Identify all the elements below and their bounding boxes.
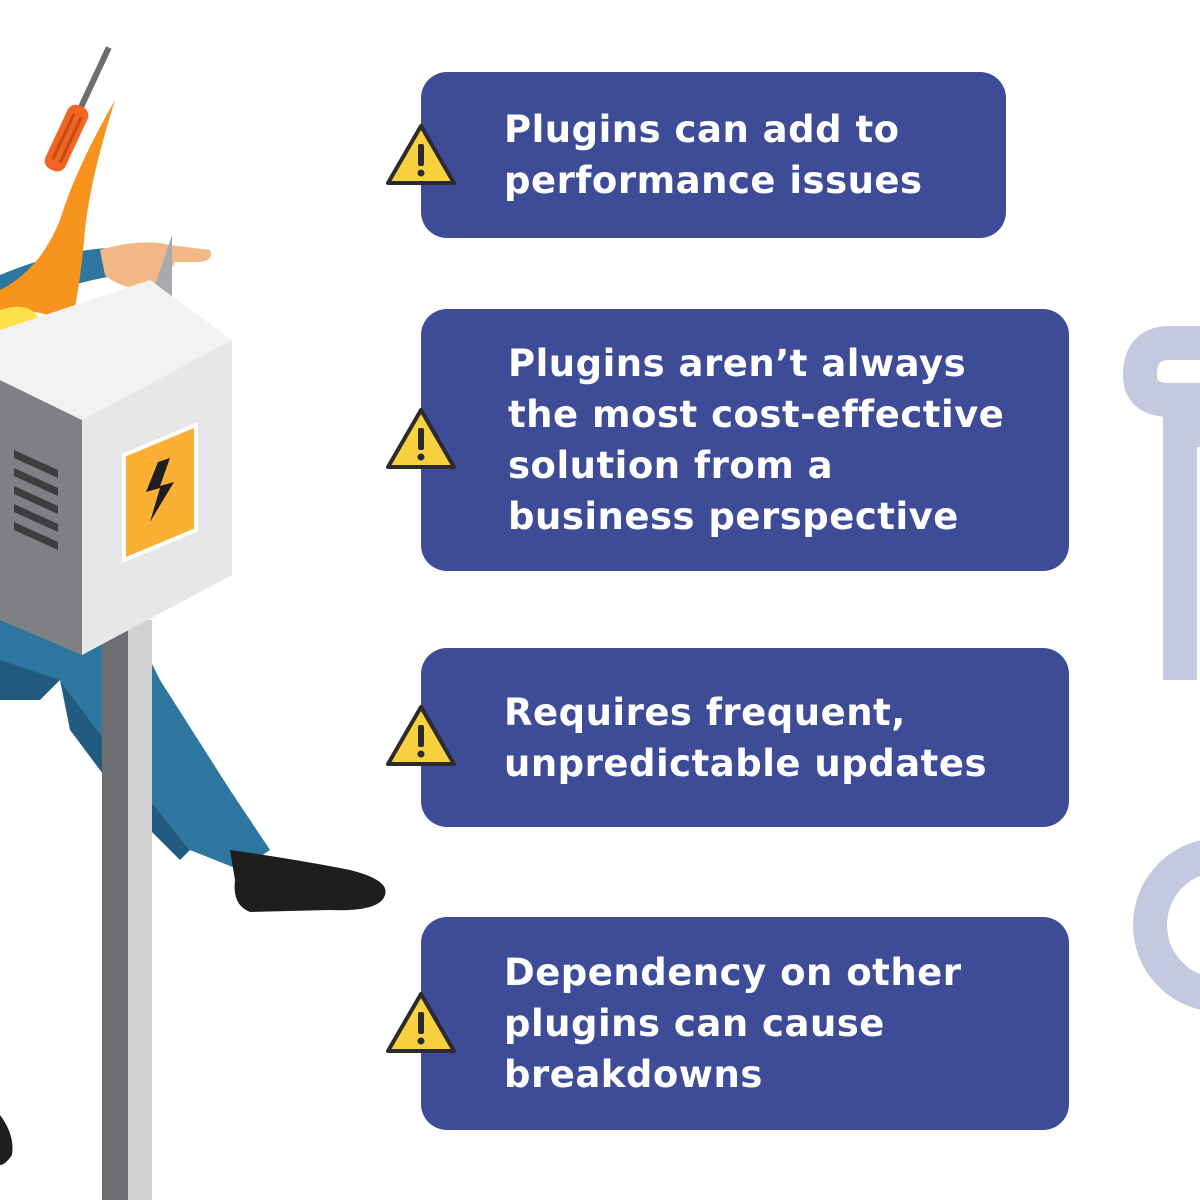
warning-card-2: Plugins aren’t always the most cost-effe… (421, 309, 1069, 571)
electrical-box (0, 280, 232, 1200)
warning-triangle-icon (386, 408, 456, 469)
warning-triangle-icon (386, 992, 456, 1053)
warning-card-text: Requires frequent, unpredictable updates (504, 690, 987, 785)
warning-card-text: Plugins can add to performance issues (504, 108, 923, 202)
vent-slots (14, 450, 58, 550)
warning-card-1: Plugins can add to performance issues (421, 72, 1006, 238)
decorative-rings (1122, 326, 1200, 1010)
lightning-bolt-icon (122, 422, 198, 563)
warning-card-text: Dependency on other plugins can cause br… (504, 951, 962, 1096)
warning-card-3: Requires frequent, unpredictable updates (421, 648, 1069, 827)
other-boot (0, 1115, 13, 1165)
screwdriver-icon (44, 46, 112, 172)
warning-triangle-icon (386, 705, 456, 766)
boot (230, 850, 386, 912)
warning-card-4: Dependency on other plugins can cause br… (421, 917, 1069, 1130)
warning-card-text: Plugins aren’t always the most cost-effe… (508, 342, 1005, 538)
warning-triangle-icon (386, 124, 456, 185)
blade (150, 235, 172, 300)
